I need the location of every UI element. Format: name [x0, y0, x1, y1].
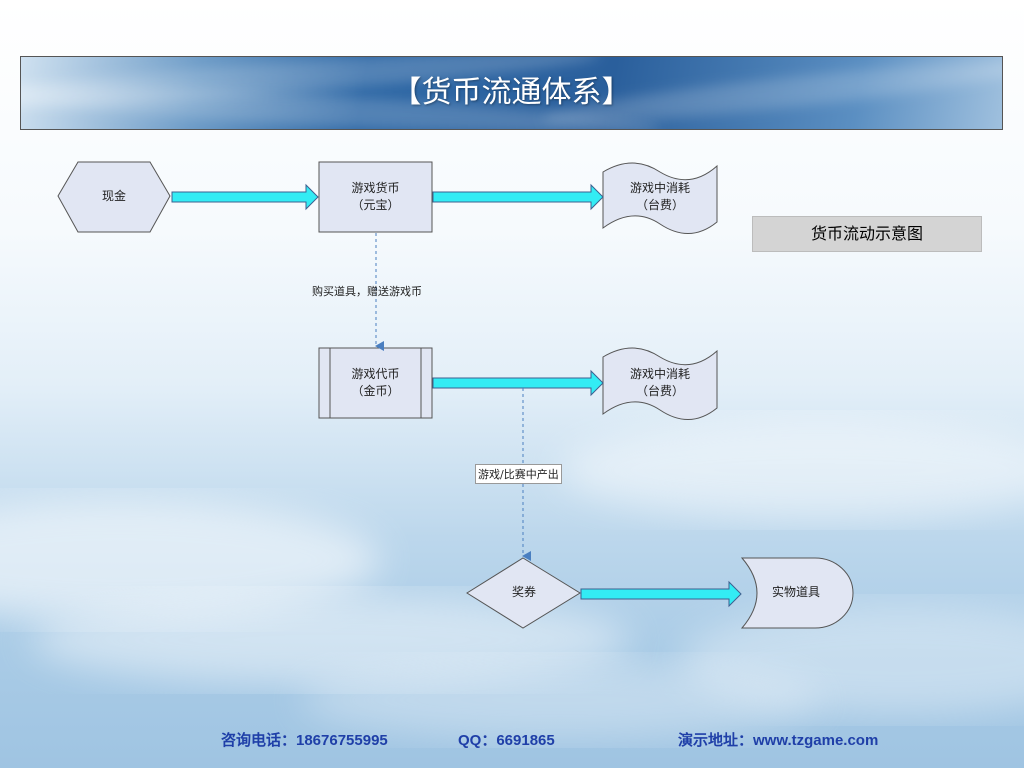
cash-node — [57, 161, 171, 233]
game-token-node — [318, 347, 433, 419]
consumption-2-label: 游戏中消耗 （台费） — [603, 366, 717, 400]
game-token-label-line2: （金币） — [351, 384, 400, 398]
game-currency-label-line1: 游戏货币 — [351, 181, 400, 195]
physical-item-node — [740, 557, 854, 629]
consumption-1-label-line1: 游戏中消耗 — [629, 181, 690, 195]
physical-item-label: 实物道具 — [771, 585, 820, 599]
consumption-2-label-line1: 游戏中消耗 — [629, 367, 690, 381]
page-title: 【货币流通体系】 — [391, 75, 632, 110]
consumption-2-label-line2: （台费） — [635, 384, 684, 398]
cash-label: 现金 — [101, 189, 126, 203]
title-banner: 【货币流通体系】 — [20, 56, 1003, 130]
arrow-token-to-consumption — [432, 369, 604, 397]
edge-label-buy-items: 购买道具，赠送游戏币 — [312, 285, 422, 298]
consumption-node-1 — [602, 162, 718, 234]
footer-phone: 咨询电话：18676755995 — [221, 732, 388, 749]
game-currency-label-line2: （元宝） — [351, 198, 400, 212]
voucher-label: 奖券 — [511, 585, 536, 599]
diagram-legend: 货币流动示意图 — [752, 216, 982, 252]
edge-label-match-output: 游戏/比赛中产出 — [475, 464, 562, 484]
arrow-currency-to-consumption — [432, 183, 604, 211]
footer-demo-url[interactable]: 演示地址：www.tzgame.com — [678, 732, 879, 749]
consumption-1-label: 游戏中消耗 （台费） — [603, 180, 717, 214]
game-currency-node — [318, 161, 433, 233]
voucher-node — [466, 557, 581, 629]
consumption-node-2 — [602, 347, 718, 420]
footer-qq: QQ：6691865 — [458, 732, 555, 749]
arrow-voucher-to-item — [580, 580, 742, 608]
game-currency-label: 游戏货币 （元宝） — [319, 180, 432, 214]
consumption-1-label-line2: （台费） — [635, 198, 684, 212]
arrow-cash-to-currency — [171, 183, 319, 211]
game-token-label: 游戏代币 （金币） — [319, 366, 432, 400]
game-token-label-line1: 游戏代币 — [351, 367, 400, 381]
